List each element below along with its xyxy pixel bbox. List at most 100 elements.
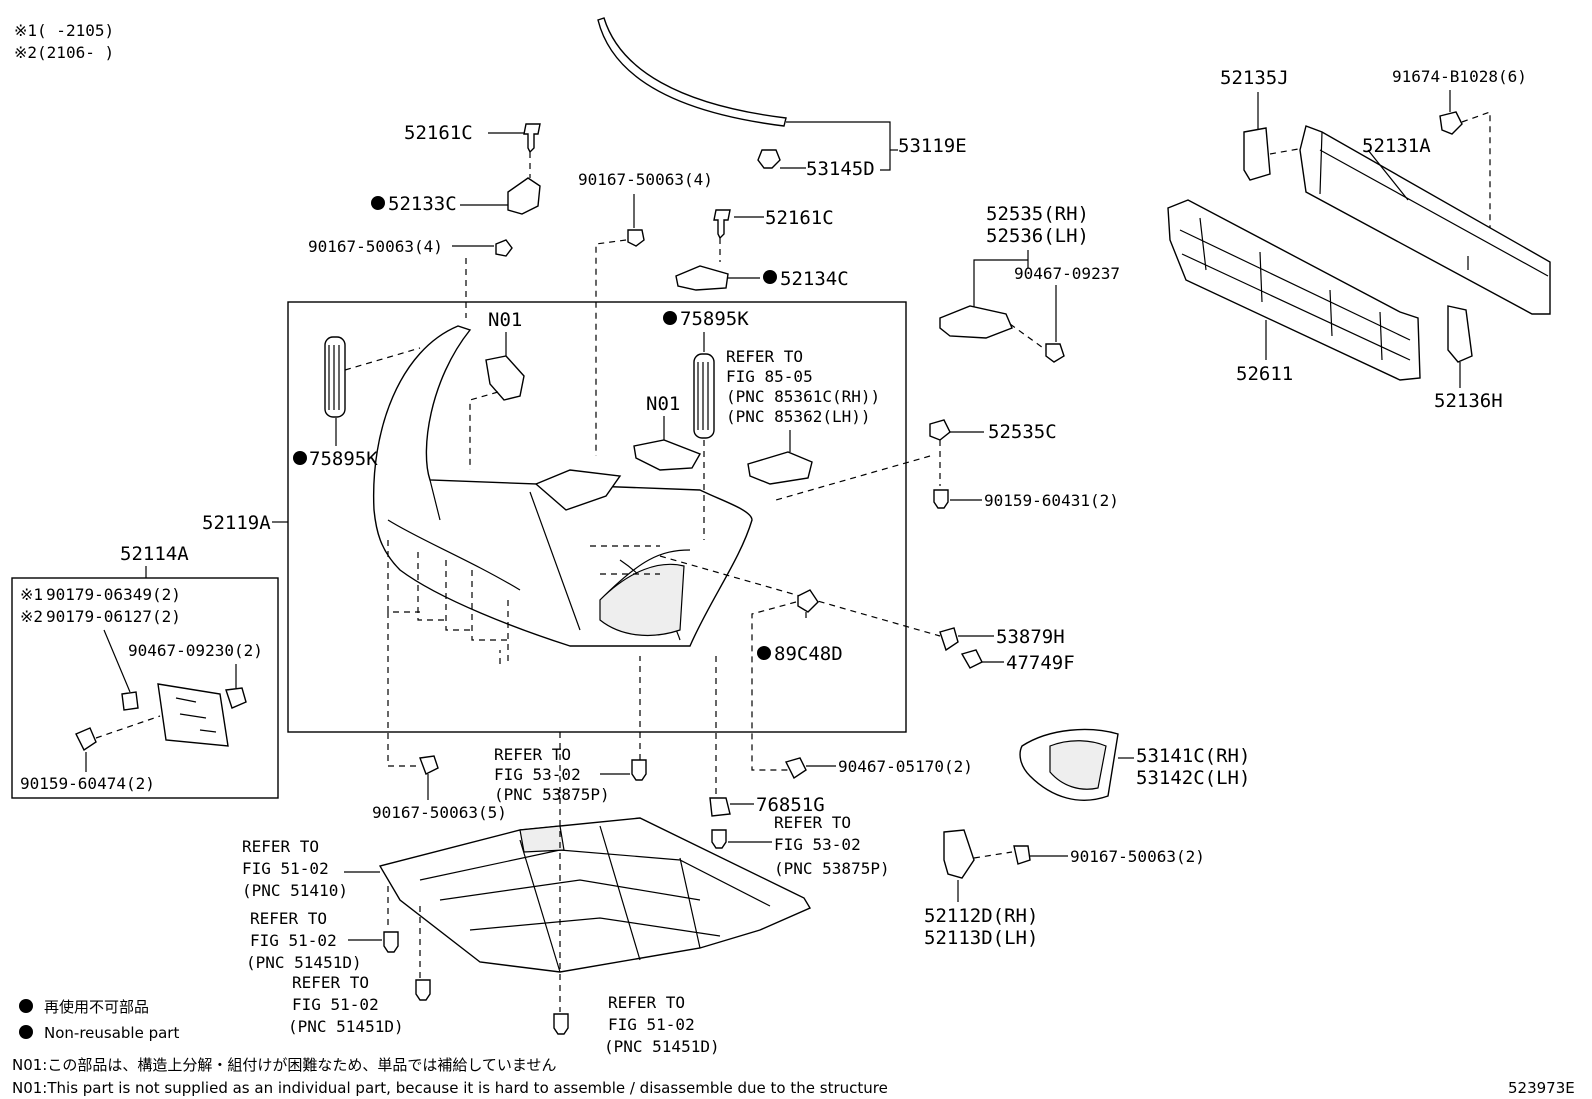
part-label-N01-right[interactable]: N01: [646, 393, 680, 415]
bracket-52112D[interactable]: [943, 829, 975, 879]
clip-52161C-top[interactable]: [523, 123, 541, 154]
fog-garnish-mesh: [1049, 740, 1107, 790]
non-reusable-legend-dot: [19, 999, 33, 1013]
bolt-90167-50063-5[interactable]: [419, 755, 439, 775]
bolt-90159-60474[interactable]: [75, 727, 97, 752]
license-plate-bracket[interactable]: [157, 683, 229, 747]
protector-75895K-left[interactable]: [324, 336, 346, 418]
part-label-52161C-mid[interactable]: 52161C: [765, 207, 834, 229]
refer-fig-53-02-a[interactable]: REFER TO FIG 53-02 (PNC 53875P): [494, 745, 610, 804]
svg-text:REFER TO: REFER TO: [242, 837, 319, 856]
clip-52535C[interactable]: [929, 419, 951, 441]
part-label-90167-50063-5[interactable]: 90167-50063(5): [372, 803, 507, 822]
bumper-cover-frame: [287, 301, 907, 733]
bolt-90167-50063-2[interactable]: [1013, 845, 1031, 865]
bolt-90159-60431[interactable]: [933, 489, 949, 509]
part-label-52611[interactable]: 52611: [1236, 363, 1293, 385]
refer-fig-85-05[interactable]: REFER TO FIG 85-05 (PNC 85361C(RH)) (PNC…: [726, 347, 880, 426]
part-label-90467-09230[interactable]: 90467-09230(2): [128, 641, 263, 660]
svg-text:REFER TO: REFER TO: [494, 745, 571, 764]
part-label-52112D[interactable]: 52112D(RH): [924, 905, 1038, 927]
part-label-52535RH[interactable]: 52535(RH): [986, 203, 1089, 225]
part-label-N01-left[interactable]: N01: [488, 309, 522, 331]
part-label-76851G[interactable]: 76851G: [756, 794, 825, 816]
part-label-52536LH[interactable]: 52536(LH): [986, 225, 1089, 247]
non-reusable-dot: [663, 311, 677, 325]
clip-90467-09237[interactable]: [1045, 343, 1065, 363]
bolt-90167-left[interactable]: [495, 239, 513, 257]
part-label-52133C[interactable]: 52133C: [388, 193, 457, 215]
part-label-90159-60474[interactable]: 90159-60474(2): [20, 774, 155, 793]
clip-52161C-mid[interactable]: [713, 209, 731, 240]
bolt-51451D-b[interactable]: [415, 979, 431, 1001]
refer-fig-51-02-pnc-51451D-c[interactable]: REFER TO FIG 51-02 (PNC 51451D): [604, 993, 720, 1056]
clip-90467-05170[interactable]: [784, 757, 807, 780]
clip-53879H[interactable]: [939, 627, 959, 652]
fog-lamp-bracket[interactable]: [747, 451, 813, 485]
bracket-89C48D[interactable]: [797, 589, 819, 613]
part-label-52119A[interactable]: 52119A: [202, 512, 271, 534]
bumper-fog-opening: [599, 563, 685, 637]
bolt-51451D-a[interactable]: [383, 931, 399, 953]
bracket-52136H[interactable]: [1447, 305, 1473, 363]
svg-text:(PNC 53875P): (PNC 53875P): [494, 785, 610, 804]
bolt-51451D-c[interactable]: [553, 1013, 569, 1035]
svg-text:(PNC 51451D): (PNC 51451D): [288, 1017, 404, 1036]
part-label-52113D[interactable]: 52113D(LH): [924, 927, 1038, 949]
part-label-90467-05170[interactable]: 90467-05170(2): [838, 757, 973, 776]
part-label-90179-06349[interactable]: 90179-06349(2): [46, 585, 181, 604]
part-label-90467-09237[interactable]: 90467-09237: [1014, 264, 1120, 283]
part-label-75895K-left[interactable]: 75895K: [309, 448, 378, 470]
clip-76851G[interactable]: [709, 797, 731, 817]
refer-fig-51-02-pnc-51410[interactable]: REFER TO FIG 51-02 (PNC 51410): [242, 837, 348, 900]
molding-strip-53119E[interactable]: [597, 17, 787, 127]
part-label-53142C[interactable]: 53142C(LH): [1136, 767, 1250, 789]
bolt-90167-mid[interactable]: [627, 229, 645, 247]
part-label-90179-06127[interactable]: 90179-06127(2): [46, 607, 181, 626]
part-label-52131A[interactable]: 52131A: [1362, 135, 1431, 157]
non-reusable-dot: [293, 451, 307, 465]
part-label-91674[interactable]: 91674-B1028(6): [1392, 67, 1527, 86]
protector-75895K-right[interactable]: [693, 353, 715, 439]
legend-variant-1: ※1( -2105): [14, 21, 114, 40]
bracket-N01-left[interactable]: [485, 355, 525, 401]
part-label-52135J[interactable]: 52135J: [1220, 67, 1289, 89]
svg-text:(PNC 85361C(RH)): (PNC 85361C(RH)): [726, 387, 880, 406]
part-label-47749F[interactable]: 47749F: [1006, 652, 1075, 674]
part-label-90167-left[interactable]: 90167-50063(4): [308, 237, 443, 256]
part-label-90167-mid[interactable]: 90167-50063(4): [578, 170, 713, 189]
part-label-75895K-right[interactable]: 75895K: [680, 308, 749, 330]
variant-mark-2: ※2: [20, 607, 43, 626]
part-label-53879H[interactable]: 53879H: [996, 626, 1065, 648]
bolt-53875P-b[interactable]: [711, 829, 727, 849]
refer-fig-53-02-b[interactable]: REFER TO FIG 53-02 (PNC 53875P): [774, 813, 890, 878]
part-label-90159-60431[interactable]: 90159-60431(2): [984, 491, 1119, 510]
part-label-90167-50063-2[interactable]: 90167-50063(2): [1070, 847, 1205, 866]
svg-text:REFER TO: REFER TO: [726, 347, 803, 366]
part-label-53141C[interactable]: 53141C(RH): [1136, 745, 1250, 767]
bolt-53875P-a[interactable]: [631, 759, 647, 781]
bracket-52134C[interactable]: [675, 265, 729, 291]
bracket-N01-right[interactable]: [633, 439, 702, 471]
refer-fig-51-02-pnc-51451D-a[interactable]: REFER TO FIG 51-02 (PNC 51451D): [246, 909, 362, 972]
part-label-53119E[interactable]: 53119E: [898, 135, 967, 157]
part-label-52134C[interactable]: 52134C: [780, 268, 849, 290]
engine-under-cover[interactable]: [378, 817, 812, 973]
part-label-52114A[interactable]: 52114A: [120, 543, 189, 565]
clip-53145D[interactable]: [757, 149, 781, 169]
part-label-89C48D[interactable]: 89C48D: [774, 643, 843, 665]
part-label-52161C-top[interactable]: 52161C: [404, 122, 473, 144]
bracket-52133C[interactable]: [507, 177, 541, 215]
bolt-91674[interactable]: [1439, 111, 1463, 135]
nut-90179[interactable]: [121, 691, 139, 711]
clip-90467-09230[interactable]: [225, 687, 247, 709]
bracket-52135J[interactable]: [1243, 127, 1271, 181]
legend-non-reusable-jp: 再使用不可部品: [44, 998, 149, 1016]
svg-text:FIG 53-02: FIG 53-02: [494, 765, 581, 784]
part-label-52136H[interactable]: 52136H: [1434, 390, 1503, 412]
refer-fig-51-02-pnc-51451D-b[interactable]: REFER TO FIG 51-02 (PNC 51451D): [288, 973, 404, 1036]
pin-47749F[interactable]: [960, 649, 983, 669]
part-label-52535C[interactable]: 52535C: [988, 421, 1057, 443]
part-label-53145D[interactable]: 53145D: [806, 158, 875, 180]
bracket-52535[interactable]: [939, 305, 1013, 339]
